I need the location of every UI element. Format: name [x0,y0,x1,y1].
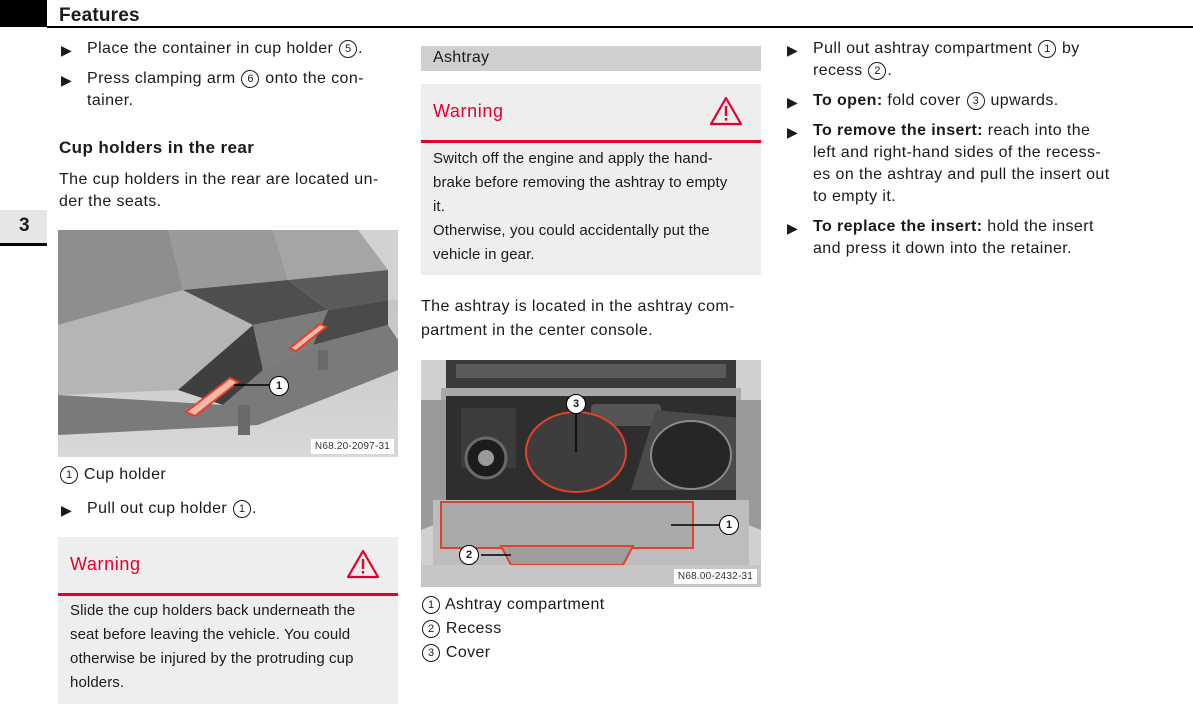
callout-number: 3 [422,644,440,662]
paragraph-line: partment in the center console. [421,322,654,339]
chapter-number: 3 [19,215,30,236]
warning-line: vehicle in gear. [433,246,535,263]
step-text: Pull out ashtray compartment [813,40,1038,57]
step-text: recess [813,62,868,79]
bullet-triangle-icon: ▶ [787,42,799,58]
rear-seats-illustration [58,230,398,457]
ashtray-image: 3 1 2 N68.00-2432-31 [421,360,761,587]
warning-title: Warning [433,101,504,121]
step-text: to empty it. [813,188,897,205]
section-bar-ashtray: Ashtray [421,46,761,71]
legend-label: Cover [445,644,491,661]
callout-number: 3 [966,92,985,110]
legend-label: Ashtray compartment [444,596,605,613]
step-bold-label: To replace the insert: [813,218,983,235]
legend-item: 1 Cup holder [59,466,166,484]
warning-line: Switch off the engine and apply the hand… [433,150,713,167]
callout-number: 1 [1038,40,1057,58]
section-heading-cup-holders: Cup holders in the rear [59,138,255,157]
step-text: Press clamping arm [87,70,241,87]
step-text: Pull out cup holder [87,500,232,517]
warning-line: Otherwise, you could accidentally put th… [433,222,710,239]
step-pull-cup-holder: ▶ Pull out cup holder 1. [59,498,427,520]
image-code-label: N68.00-2432-31 [673,569,757,584]
warning-box-cup-holders: Warning Slide the cup holders back under… [58,537,398,704]
step-text: reach into the [982,122,1091,139]
step-text: onto the con- [260,70,364,87]
step-place-container: ▶ Place the container in cup holder 5. [59,38,427,60]
warning-header: Warning [58,537,398,596]
callout-number: 1 [422,596,440,614]
cup-holder-paragraph: The cup holders in the rear are located … [59,169,404,213]
step-text: and press it down into the retainer. [813,240,1072,257]
bullet-triangle-icon: ▶ [61,502,73,518]
paragraph-line: The cup holders in the rear are located … [59,171,379,188]
callout-number: 2 [868,62,887,80]
ashtray-illustration [421,360,761,587]
warning-header: Warning [421,84,761,143]
bullet-triangle-icon: ▶ [61,42,73,58]
warning-triangle-icon [346,549,380,584]
step-text: by [1057,40,1080,57]
warning-line: seat before leaving the vehicle. You cou… [70,626,351,643]
callout-number: 6 [241,70,260,88]
image-callout-1: 1 [719,515,739,535]
image-code-label: N68.20-2097-31 [310,439,394,454]
step-replace-insert: ▶ To replace the insert: hold the insert… [785,216,1163,260]
chapter-tab: 3 [0,210,47,246]
step-text: . [358,40,363,57]
header-rule [47,26,1193,28]
callout-number: 5 [339,40,358,58]
legend-label: Cup holder [83,466,167,483]
warning-line: Slide the cup holders back underneath th… [70,602,356,619]
step-text: upwards. [985,92,1059,109]
legend-item: 3 Cover [421,644,491,662]
warning-line: it. [433,198,445,215]
legend-item: 1 Ashtray compartment [421,596,605,614]
step-bold-label: To remove the insert: [813,122,983,139]
warning-box-ashtray: Warning Switch off the engine and apply … [421,84,761,275]
section-title: Ashtray [433,49,490,66]
legend-label: Recess [445,620,502,637]
callout-number: 1 [232,500,251,518]
warning-line: otherwise be injured by the protruding c… [70,650,354,667]
warning-text: Slide the cup holders back underneath th… [70,599,386,695]
paragraph-line: der the seats. [59,193,162,210]
ashtray-paragraph: The ashtray is located in the ashtray co… [421,295,766,343]
bullet-triangle-icon: ▶ [787,124,799,140]
step-open-cover: ▶ To open: fold cover 3 upwards. [785,90,1163,112]
step-text: . [887,62,893,79]
step-bold-label: To open: [813,92,883,109]
header-black-tab [0,0,47,27]
step-text: left and right-hand sides of the recess- [813,144,1102,161]
image-callout-2: 2 [459,545,479,565]
bullet-triangle-icon: ▶ [61,72,73,88]
step-text: tainer. [87,92,134,109]
step-text: hold the insert [982,218,1094,235]
step-text: . [251,500,257,517]
warning-line: brake before removing the ashtray to emp… [433,174,728,191]
bullet-triangle-icon: ▶ [787,94,799,110]
warning-triangle-icon [709,96,743,131]
step-remove-insert: ▶ To remove the insert: reach into the l… [785,120,1163,208]
callout-number: 2 [422,620,440,638]
step-text: Place the container in cup holder [87,40,339,57]
step-press-clamp: ▶ Press clamping arm 6 onto the con- tai… [59,68,427,112]
step-text: fold cover [882,92,966,109]
warning-title: Warning [70,554,141,574]
image-callout-3: 3 [566,394,586,414]
page-title: Features [59,5,140,26]
step-text: es on the ashtray and pull the insert ou… [813,166,1110,183]
legend-item: 2 Recess [421,620,502,638]
paragraph-line: The ashtray is located in the ashtray co… [421,298,735,315]
image-callout-1: 1 [269,376,289,396]
callout-number: 1 [60,466,78,484]
warning-text: Switch off the engine and apply the hand… [433,147,749,267]
bullet-triangle-icon: ▶ [787,220,799,236]
warning-line: holders. [70,674,125,691]
rear-seats-image: 1 N68.20-2097-31 [58,230,398,457]
step-pull-out-compartment: ▶ Pull out ashtray compartment 1 by rece… [785,38,1163,82]
